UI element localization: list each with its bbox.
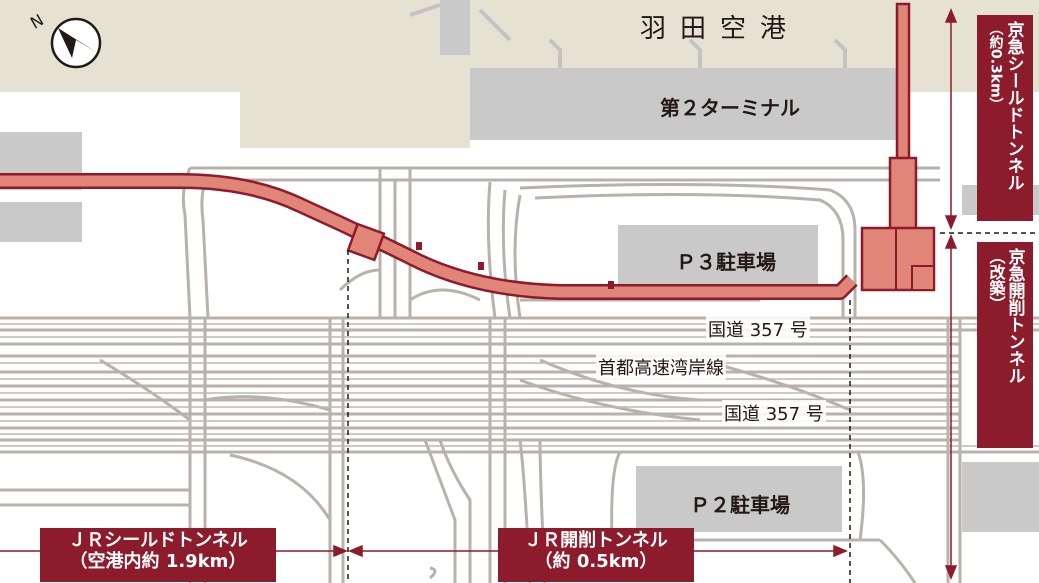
terminal2-label: 第２ターミナル <box>660 96 800 120</box>
keikyu-shield-name: 京急シールドトンネル <box>1003 21 1024 191</box>
p3-parking-label: Ｐ３駐車場 <box>676 250 776 274</box>
keikyu-tunnel-transition <box>888 156 918 232</box>
airport-apron <box>470 0 950 68</box>
keikyu-cutcover-note: （改築） <box>986 248 1006 312</box>
jr-shaft <box>346 222 386 262</box>
jr-cutcover-name: ＪＲ開削トンネル <box>524 530 668 551</box>
keikyu-shield-tunnel <box>895 2 911 162</box>
p2-parking-building <box>636 466 842 532</box>
keikyu-shield-label-box: 京急シールドトンネル （約0.3km） <box>977 15 1033 221</box>
left-building-2 <box>0 202 82 242</box>
jr-cutcover-length: （約 0.5km） <box>534 551 658 572</box>
jr-shield-name: ＪＲシールドトンネル <box>68 530 248 551</box>
airport-title: 羽田空港 <box>640 14 801 44</box>
apron-piers <box>409 3 847 68</box>
terminal2-building <box>470 68 910 140</box>
p2-parking-label: Ｐ２駐車場 <box>690 493 790 517</box>
jr-cutcover-label-box: ＪＲ開削トンネル （約 0.5km） <box>498 528 694 582</box>
jr-shield-label-box: ＪＲシールドトンネル （空港内約 1.9km） <box>40 528 276 582</box>
dimension-guides <box>347 232 1039 583</box>
keikyu-cutcover-name: 京急開削トンネル <box>1004 248 1025 384</box>
keikyu-cutcover-label-box: 京急開削トンネル （改築） <box>977 242 1033 448</box>
north-arrow-icon <box>50 17 102 69</box>
jr-shield-length: （空港内約 1.9km） <box>69 551 247 572</box>
airport-land-block <box>240 0 470 148</box>
shuto-wangan-label: 首都高速湾岸線 <box>596 354 726 380</box>
keikyu-shield-length: （約0.3km） <box>987 21 1004 112</box>
right-building <box>962 462 1039 532</box>
route357-upper-label: 国道 357 号 <box>706 316 810 342</box>
route357-lower-label: 国道 357 号 <box>722 400 826 426</box>
p3-parking-building <box>618 225 818 290</box>
